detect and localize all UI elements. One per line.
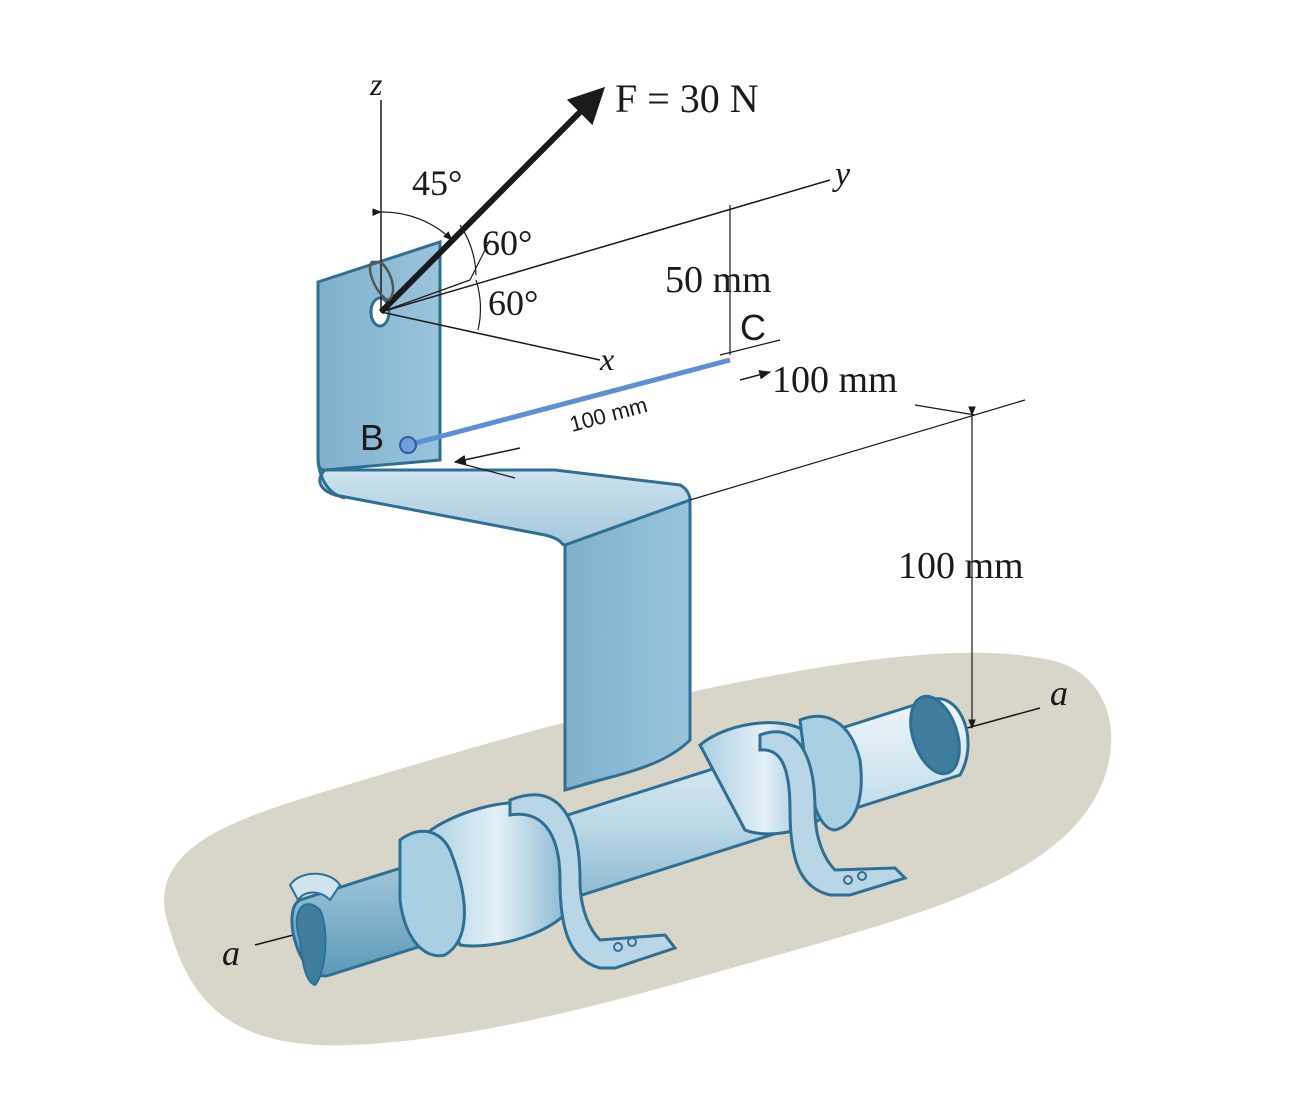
right-foot-hole-1: [843, 875, 853, 885]
dim-50-label: 50 mm: [665, 259, 772, 301]
right-strap: [758, 730, 908, 897]
y-axis-label: y: [832, 156, 851, 193]
point-c-label: C: [740, 307, 766, 348]
bracket-lower-leg: [563, 497, 692, 792]
angle-60-bottom-label: 60°: [488, 283, 538, 323]
bracket-bend: [316, 454, 346, 500]
left-clamp-collar: [398, 829, 466, 958]
dim-100-bar-arrow: [453, 447, 521, 465]
dim-50-tick: [719, 339, 781, 356]
left-strap: [508, 793, 678, 970]
x-axis-label: x: [599, 341, 614, 377]
axis-a-left-label: a: [222, 933, 240, 973]
y-axis-line: [380, 179, 831, 313]
angle-60-bottom-arc: [475, 279, 482, 331]
angle-45-arc: [372, 208, 453, 241]
left-foot-hole-1: [613, 942, 623, 952]
pipe-left-lip: [288, 872, 342, 902]
pipe-right-end: [909, 694, 961, 776]
dim-100-bar-ext: [454, 461, 516, 479]
force-label: F = 30 N: [615, 76, 759, 121]
dim-100-right-arrow: [739, 370, 772, 381]
force-projection-2: [469, 239, 491, 281]
right-foot-hole-2: [857, 871, 867, 881]
rod-bc: [407, 357, 731, 448]
point-b-label: B: [360, 417, 384, 458]
left-foot-hole-2: [627, 937, 637, 947]
force-projection-1: [380, 279, 471, 313]
bracket-horizontal: [318, 468, 692, 547]
axis-a-right-label: a: [1050, 673, 1068, 713]
dim-ref-line-top2: [914, 404, 976, 416]
angle-60-top-label: 60°: [482, 223, 532, 263]
x-axis-line: [380, 311, 601, 361]
force-arrow: [378, 86, 606, 315]
dim-100-vertical-label: 100 mm: [898, 545, 1024, 587]
mount-hole: [369, 296, 391, 328]
point-b-marker: [399, 436, 417, 454]
dim-100-right-label: 100 mm: [772, 359, 898, 401]
angle-45-label: 45°: [412, 163, 462, 203]
pipe-left-end: [295, 903, 327, 987]
eye-bolt: [368, 260, 395, 302]
z-axis-label: z: [369, 66, 383, 102]
